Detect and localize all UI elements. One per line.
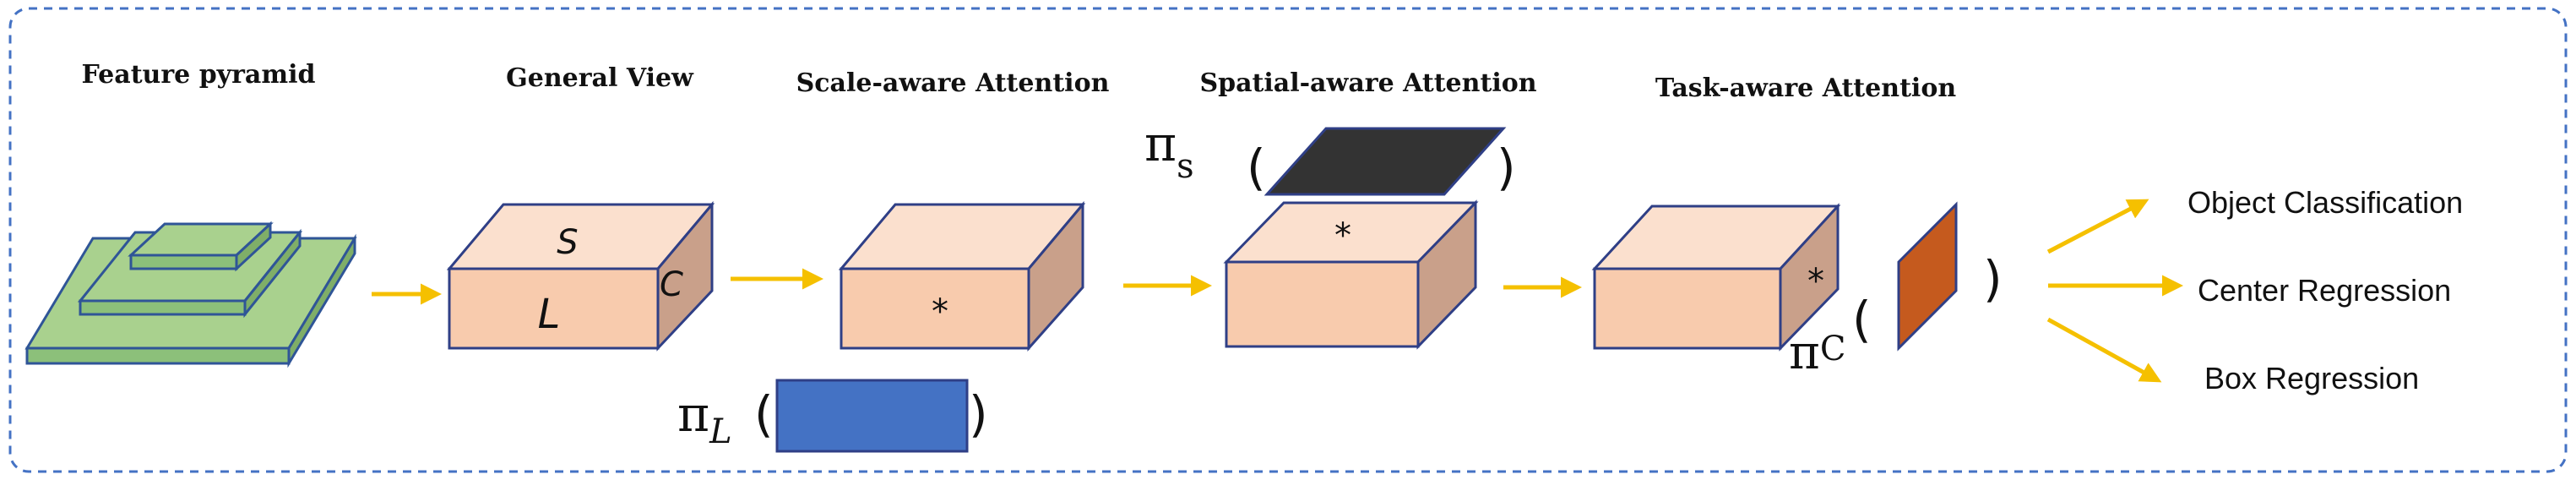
pi-l-function: πL ( ) (677, 379, 988, 453)
label-c: C (660, 265, 683, 304)
pi-s-close-paren: ) (1497, 139, 1516, 196)
output-object-classification: Object Classification (2187, 185, 2463, 220)
dashed-border (8, 7, 2568, 473)
title-scale-aware: Scale-aware Attention (796, 68, 1110, 98)
task-star: * (1807, 262, 1824, 301)
pi-l-symbol: πL (677, 385, 732, 451)
title-feature-pyramid: Feature pyramid (82, 60, 316, 90)
scale-star: * (932, 292, 948, 331)
pi-s-symbol: πs (1144, 115, 1194, 186)
title-spatial-aware: Spatial-aware Attention (1199, 68, 1536, 98)
spatial-aware-box: * (1223, 199, 1479, 350)
task-aware-box: * (1591, 203, 1841, 352)
pi-c-function: πC ( ) (1789, 201, 2003, 380)
arrow-to-box-regression (2046, 317, 2162, 383)
arrow-to-object-classification (2046, 199, 2149, 254)
title-general-view: General View (506, 63, 694, 93)
output-box-regression: Box Regression (2204, 361, 2419, 395)
output-center-regression: Center Regression (2198, 273, 2451, 308)
pi-l-blue-rect (775, 379, 969, 453)
pi-s-open-paren: ( (1247, 139, 1266, 196)
pi-s-dark-parallelogram (1264, 127, 1507, 196)
pi-c-orange-parallelogram (1897, 201, 1958, 352)
pi-l-close-paren: ) (969, 385, 988, 443)
pi-l-open-paren: ( (754, 385, 774, 443)
label-s: S (557, 223, 578, 262)
pi-c-close-paren: ) (1983, 250, 2003, 308)
general-view-box: S L C (446, 200, 715, 352)
feature-pyramid (24, 221, 357, 368)
pi-s-function: πs ( ) (1144, 115, 1516, 196)
label-l: L (538, 291, 561, 338)
title-task-aware: Task-aware Attention (1655, 74, 1956, 103)
spatial-star: * (1334, 216, 1351, 255)
pi-c-symbol: πC (1789, 325, 1845, 380)
scale-aware-box: * (838, 200, 1086, 352)
pi-c-open-paren: ( (1852, 291, 1872, 348)
